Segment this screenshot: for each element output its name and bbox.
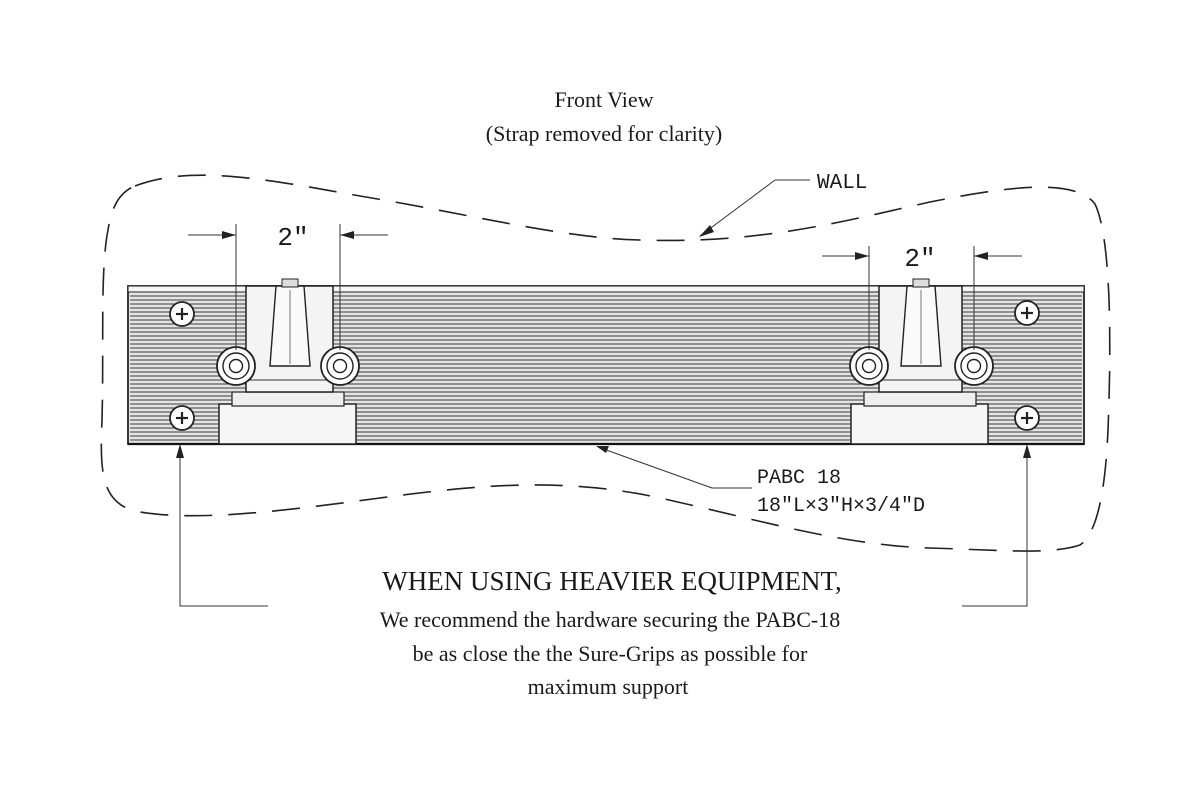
diagram-subtitle: (Strap removed for clarity): [486, 121, 722, 146]
grip-base-lip: [231, 391, 345, 407]
bolt-icon: [216, 346, 256, 386]
grip-tab: [912, 278, 930, 288]
note-leader-right: [962, 444, 1031, 607]
arrowhead: [176, 444, 184, 458]
pabc-leader-arrowhead: [596, 446, 609, 453]
wall-outline: [100, 174, 1111, 552]
arrowhead: [222, 231, 236, 239]
sure-grip-left: [218, 278, 357, 445]
note-leader-left: [176, 444, 268, 607]
arrowhead: [974, 252, 988, 260]
screw-icon: [169, 301, 195, 327]
note-line-1: We recommend the hardware securing the P…: [380, 607, 841, 632]
pabc-leader-line: [597, 446, 713, 489]
sure-grip-right: [850, 278, 989, 445]
dimension-left: 2": [188, 223, 388, 350]
note-line-3: maximum support: [528, 674, 689, 699]
bolt-icon: [849, 346, 889, 386]
part-size-label: 18"L×3"H×3/4"D: [757, 495, 925, 518]
bolt-icon: [954, 346, 994, 386]
dimension-right-label: 2": [904, 244, 935, 274]
wall-leader-arrowhead: [699, 225, 714, 237]
grip-tab: [281, 278, 299, 288]
rail-top-edge: [127, 285, 1085, 293]
wall-leader-line: [699, 179, 776, 237]
arrowhead: [1023, 444, 1031, 458]
screw-icon: [169, 405, 195, 431]
grip-base: [850, 403, 989, 445]
screw-icon: [1014, 405, 1040, 431]
dimension-right: 2": [822, 244, 1022, 350]
part-name-label: PABC 18: [757, 467, 841, 490]
grip-base: [218, 403, 357, 445]
wall-label: WALL: [817, 172, 867, 195]
dimension-left-label: 2": [277, 223, 308, 253]
screw-icon: [1014, 300, 1040, 326]
arrowhead: [855, 252, 869, 260]
bolt-icon: [320, 346, 360, 386]
diagram-title: Front View: [554, 87, 653, 112]
grip-base-lip: [863, 391, 977, 407]
arrowhead: [340, 231, 354, 239]
note-line-2: be as close the the Sure-Grips as possib…: [413, 641, 808, 666]
note-heading: WHEN USING HEAVIER EQUIPMENT,: [382, 566, 841, 596]
